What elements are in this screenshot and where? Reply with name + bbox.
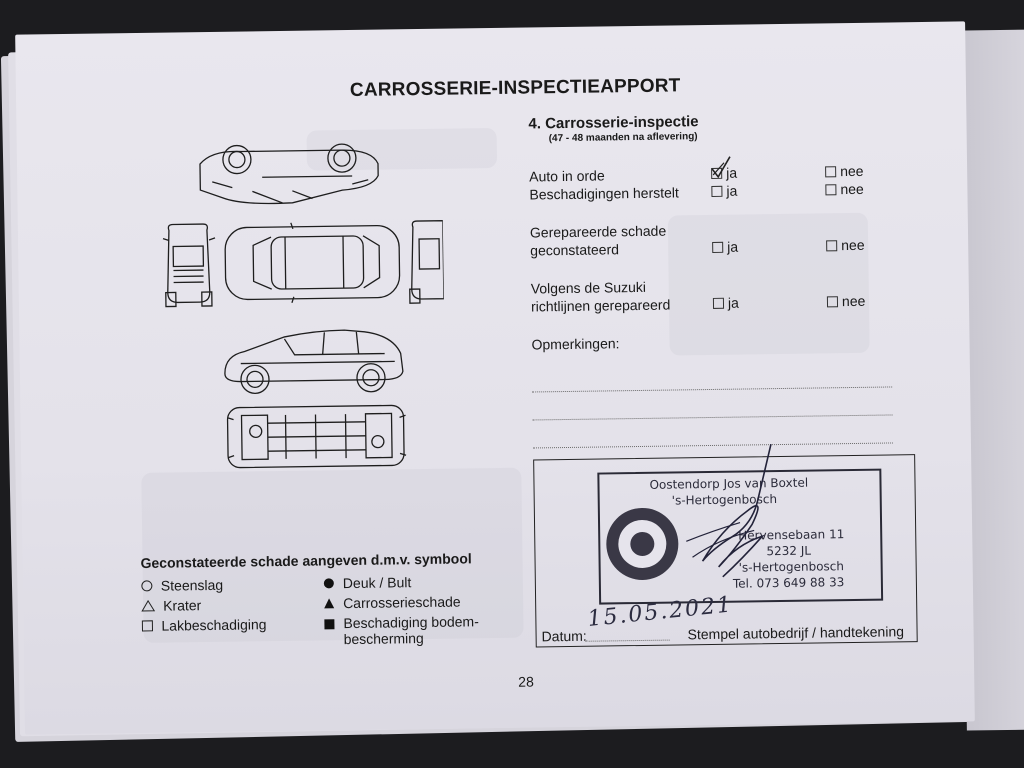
legend-item: Beschadiging bodem- bescherming — [323, 613, 479, 647]
legend-item: Carrosserieschade — [323, 594, 461, 612]
legend-label: Deuk / Bult — [342, 574, 412, 592]
option-no-label: nee — [841, 292, 866, 310]
checkbox[interactable] — [712, 297, 725, 309]
triangle-outline-icon — [141, 599, 156, 612]
option-yes[interactable]: ja — [711, 155, 737, 181]
checkbox[interactable] — [712, 241, 724, 253]
legend-label: Lakbeschadiging — [161, 616, 267, 634]
legend-item: Lakbeschadiging — [141, 616, 267, 634]
page-title: CARROSSERIE-INSPECTIEAPPORT — [349, 75, 681, 101]
checkmark-icon — [711, 155, 731, 178]
date-label: Datum: — [541, 627, 587, 645]
option-yes-label: ja — [727, 294, 739, 311]
question-label: Gerepareerde schade geconstateerd — [530, 222, 667, 260]
car-top-view — [224, 222, 401, 304]
car-diagram — [162, 143, 445, 469]
circle-filled-icon — [323, 578, 334, 589]
car-side-view — [224, 329, 404, 395]
legend-label: bescherming — [343, 630, 424, 648]
stamp-logo-icon — [606, 507, 679, 580]
legend-item: Steenslag — [141, 577, 223, 594]
option-no-label: nee — [840, 180, 864, 198]
car-front-view — [162, 223, 216, 308]
option-yes[interactable]: ja — [711, 183, 737, 199]
document-page: CARROSSERIE-INSPECTIEAPPORT — [15, 21, 975, 735]
question-label: Volgens de Suzuki richtlijnen gerepareer… — [531, 278, 671, 316]
checkbox[interactable] — [826, 239, 838, 251]
car-side-view-inverted — [199, 143, 379, 205]
legend-item: Deuk / Bult — [323, 574, 412, 592]
stamp-caption: Stempel autobedrijf / handtekening — [687, 623, 905, 643]
remarks-line[interactable] — [532, 386, 893, 393]
page-number: 28 — [518, 673, 534, 690]
option-yes-label: ja — [727, 238, 739, 255]
section-heading: 4. Carrosserie-inspectie — [528, 113, 699, 133]
question-label-line: geconstateerd — [530, 241, 620, 259]
handwritten-signature — [686, 443, 772, 578]
question-label: Auto in orde — [529, 167, 605, 185]
checkbox[interactable] — [825, 165, 837, 177]
triangle-filled-icon — [324, 598, 335, 609]
question-label-line: Gerepareerde schade — [529, 222, 667, 241]
option-no-label: nee — [840, 162, 864, 180]
remarks-label: Opmerkingen: — [531, 335, 620, 353]
legend-label: Steenslag — [160, 576, 224, 594]
option-yes-label: ja — [726, 182, 738, 199]
option-no[interactable]: nee — [825, 163, 864, 180]
section-subheading: (47 - 48 maanden na aflevering) — [548, 131, 698, 145]
remarks-line[interactable] — [532, 414, 893, 421]
car-underbody-view — [226, 404, 407, 469]
checkbox-checked[interactable] — [711, 155, 731, 179]
car-rear-view — [409, 220, 445, 304]
checkbox[interactable] — [825, 183, 837, 195]
option-yes[interactable]: ja — [712, 239, 738, 255]
option-yes[interactable]: ja — [712, 294, 739, 311]
question-label: Beschadigingen herstelt — [529, 184, 679, 203]
square-filled-icon — [324, 619, 335, 630]
square-outline-icon — [141, 620, 154, 632]
option-no[interactable]: nee — [826, 237, 865, 254]
legend-label: Carrosserieschade — [343, 593, 461, 612]
checkbox[interactable] — [826, 295, 839, 307]
question-label-line: Volgens de Suzuki — [530, 278, 647, 297]
option-no-label: nee — [841, 236, 865, 254]
checkbox[interactable] — [711, 185, 723, 197]
option-no[interactable]: nee — [826, 292, 866, 310]
legend-label: Beschadiging bodem- — [343, 613, 479, 632]
question-label-line: richtlijnen gerepareerd — [530, 296, 671, 315]
legend-item: Krater — [141, 597, 201, 614]
circle-outline-icon — [141, 580, 153, 592]
option-no[interactable]: nee — [825, 181, 864, 198]
legend-label: Krater — [163, 597, 202, 614]
